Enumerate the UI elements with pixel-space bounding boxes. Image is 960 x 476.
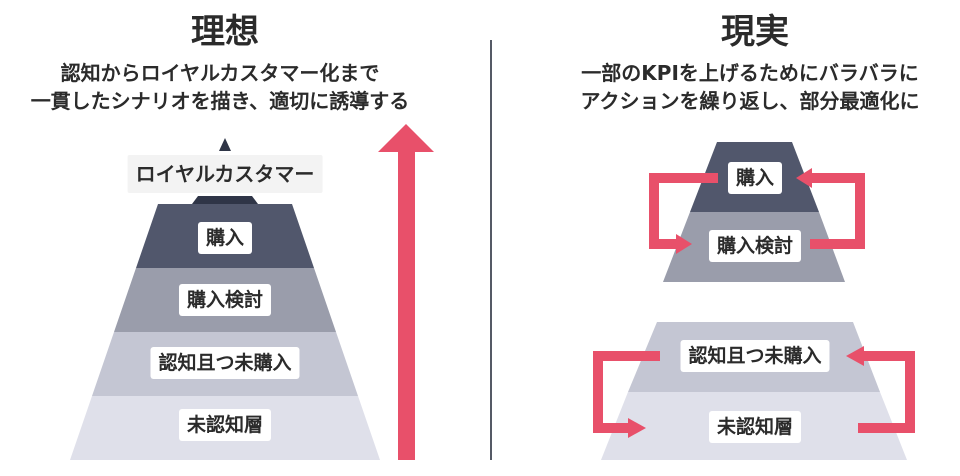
reality-desc-line2: アクションを繰り返し、部分最適化に: [580, 89, 920, 113]
ideal-desc-line2: 一貫したシナリオを描き、適切に誘導する: [30, 89, 410, 113]
ideal-title: 理想: [191, 12, 259, 52]
arrowhead-left-lower: [628, 418, 646, 438]
arrowhead-right-upper: [796, 168, 812, 188]
loop-arrow-left-lower: [593, 351, 660, 433]
ideal-label-unaware: 未認知層: [178, 409, 272, 441]
ideal-label-consider: 購入検討: [178, 284, 272, 316]
loop-arrow-right-lower: [858, 351, 915, 433]
reality-lower-loop-arrows: [593, 351, 915, 433]
loop-arrow-left-upper: [649, 173, 718, 249]
reality-upper-loop-arrows: [649, 173, 865, 249]
section-divider: [490, 40, 492, 460]
ideal-up-arrow: [378, 124, 434, 460]
ideal-tier-royal: [192, 196, 258, 204]
reality-label-purchase: 購入: [727, 162, 783, 194]
arrowhead-right-lower: [846, 346, 864, 366]
loop-arrow-right-upper: [810, 173, 865, 249]
ideal-desc-line1: 認知からロイヤルカスタマー化まで: [60, 61, 380, 85]
reality-desc-line1: 一部のKPIを上げるためにバラバラに: [581, 61, 919, 85]
ideal-label-purchase: 購入: [197, 222, 253, 254]
ideal-label-royal-customer: ロイヤルカスタマー: [127, 155, 323, 193]
reality-title: 現実: [721, 12, 789, 52]
ideal-label-aware: 認知且つ未購入: [150, 347, 300, 379]
arrowhead-left-upper: [676, 234, 692, 254]
reality-label-unaware: 未認知層: [708, 411, 802, 443]
reality-label-consider: 購入検討: [708, 230, 802, 262]
ideal-apex-arrow: [219, 138, 231, 151]
reality-label-aware: 認知且つ未購入: [680, 340, 830, 372]
